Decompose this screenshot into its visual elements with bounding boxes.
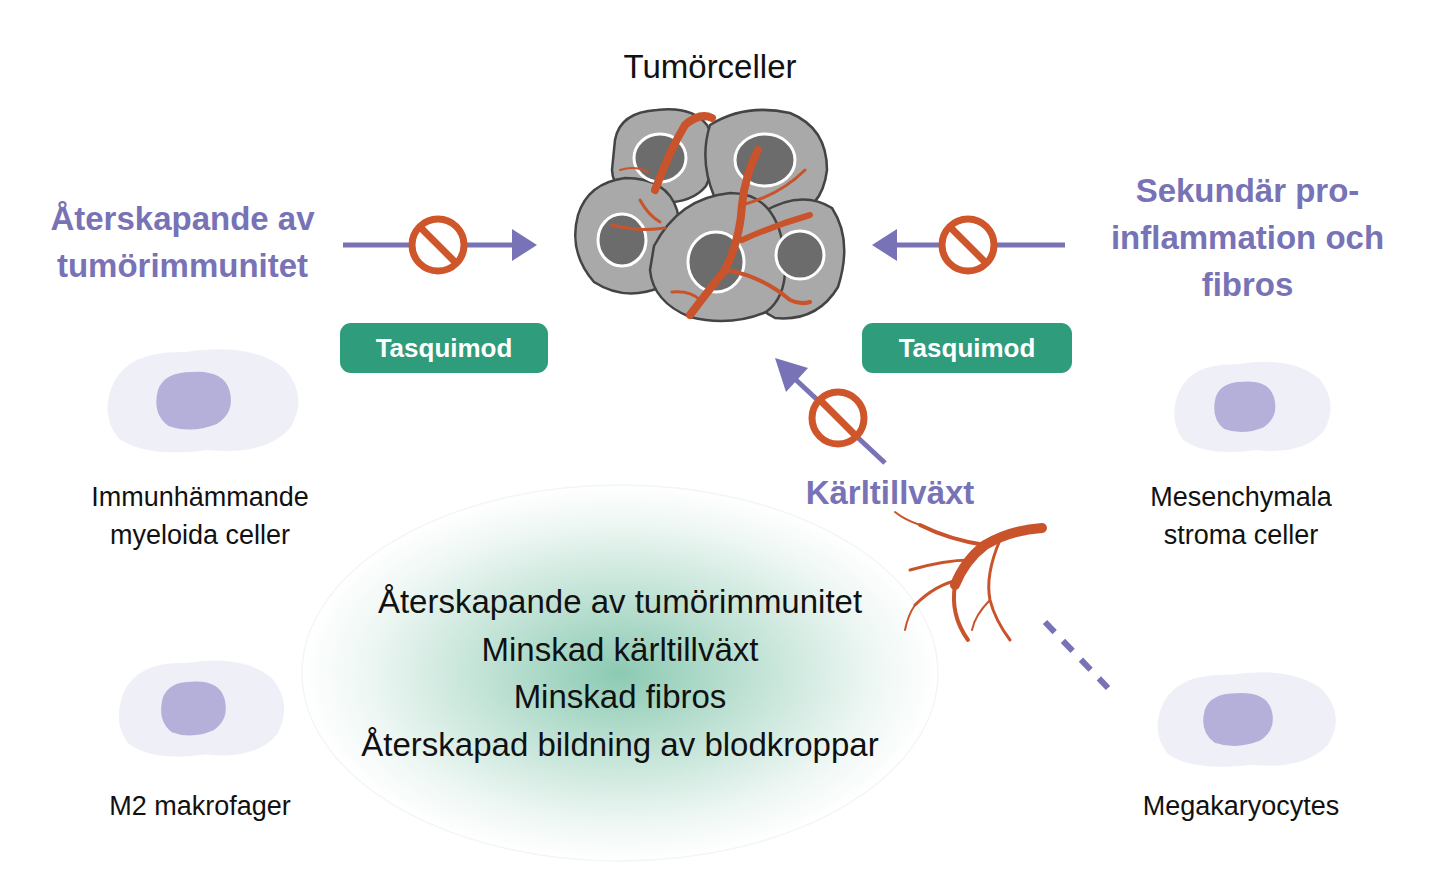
tumor-nuclei: [598, 134, 824, 292]
cell-nucleus: [1203, 693, 1273, 746]
arrow-head: [775, 358, 808, 392]
drug-badge: Tasquimod: [862, 323, 1072, 373]
tumor-nucleus: [776, 231, 824, 279]
stop-sign-slash: [420, 227, 456, 263]
effects-glow: [300, 483, 940, 863]
vessel-branch: [910, 560, 970, 570]
vessel-branch: [954, 585, 968, 640]
tumor-vessels: [612, 116, 810, 315]
cell-node: Immunhämmande myeloida celler: [80, 338, 320, 558]
cell-label: Mesenchymala stroma celler: [1136, 478, 1346, 554]
cell-nucleus: [156, 372, 231, 430]
inhibition-arrow: [795, 379, 885, 463]
tumor-node: Tumörceller: [560, 40, 860, 330]
cell-label: Megakaryocytes: [1130, 787, 1352, 825]
cell-nucleus: [1214, 382, 1275, 433]
vessel: [742, 170, 805, 205]
arrow-head: [872, 229, 897, 261]
cell-node: Mesenchymala stroma celler: [1136, 352, 1346, 557]
vessel-branch: [895, 512, 920, 525]
tumor-cells: [575, 109, 844, 321]
cell-shape: [108, 650, 290, 762]
cell-body: [1158, 672, 1336, 766]
vessel: [672, 292, 700, 300]
vessel: [655, 116, 712, 190]
cell-label: Immunhämmande myeloida celler: [80, 478, 320, 554]
vessel-branch: [915, 580, 958, 605]
dashed-link: [1045, 622, 1108, 688]
mechanism-label: Återskapande av tumörimmunitet: [25, 195, 340, 289]
tumor-nucleus: [598, 214, 646, 266]
cell-shape: [1164, 352, 1336, 457]
effect-line: Återskapande av tumörimmunitet: [378, 578, 862, 626]
vessel: [690, 150, 758, 315]
effects-list: Återskapande av tumörimmunitetMinskad kä…: [300, 483, 940, 863]
vessel: [612, 225, 665, 229]
cell-node: Megakaryocytes: [1130, 662, 1352, 832]
cell-shape: [1146, 662, 1342, 772]
drug-badge: Tasquimod: [340, 323, 548, 373]
stop-sign-slash: [820, 400, 856, 436]
effect-line: Minskad fibros: [514, 673, 727, 721]
cell-node: M2 makrofager: [90, 650, 310, 830]
cell-shape: [95, 338, 305, 458]
stop-sign: [812, 392, 864, 444]
vessel-branch: [920, 525, 985, 545]
stop-sign: [412, 219, 464, 271]
cell-nucleus: [161, 682, 226, 736]
stop-sign-slash: [950, 227, 986, 263]
effects-area: Återskapande av tumörimmunitetMinskad kä…: [300, 483, 940, 863]
cell-label: M2 makrofager: [90, 787, 310, 825]
arrow-head: [512, 229, 537, 261]
cell-body: [107, 349, 298, 452]
vessel: [640, 200, 660, 222]
drug-name: Tasquimod: [340, 323, 548, 373]
effect-glow: [302, 485, 938, 861]
tumor-cell: [650, 193, 785, 321]
process-label: Kärltillväxt: [770, 469, 1010, 516]
effect-line: Minskad kärltillväxt: [482, 626, 759, 674]
node-title: Tumörceller: [560, 44, 860, 90]
mechanism-label: Sekundär pro- inflammation och fibros: [1105, 167, 1390, 308]
cell-body: [1174, 362, 1330, 452]
stop-sign: [942, 219, 994, 271]
vessel-trunk: [955, 528, 1042, 585]
cell-body: [119, 660, 284, 756]
vessel-branch: [989, 540, 1010, 640]
vessel-branch: [972, 600, 990, 630]
vessel: [725, 270, 810, 303]
vessel: [620, 168, 648, 172]
vessel: [742, 215, 810, 240]
drug-name: Tasquimod: [862, 323, 1072, 373]
effect-line: Återskapad bildning av blodkroppar: [361, 721, 878, 769]
